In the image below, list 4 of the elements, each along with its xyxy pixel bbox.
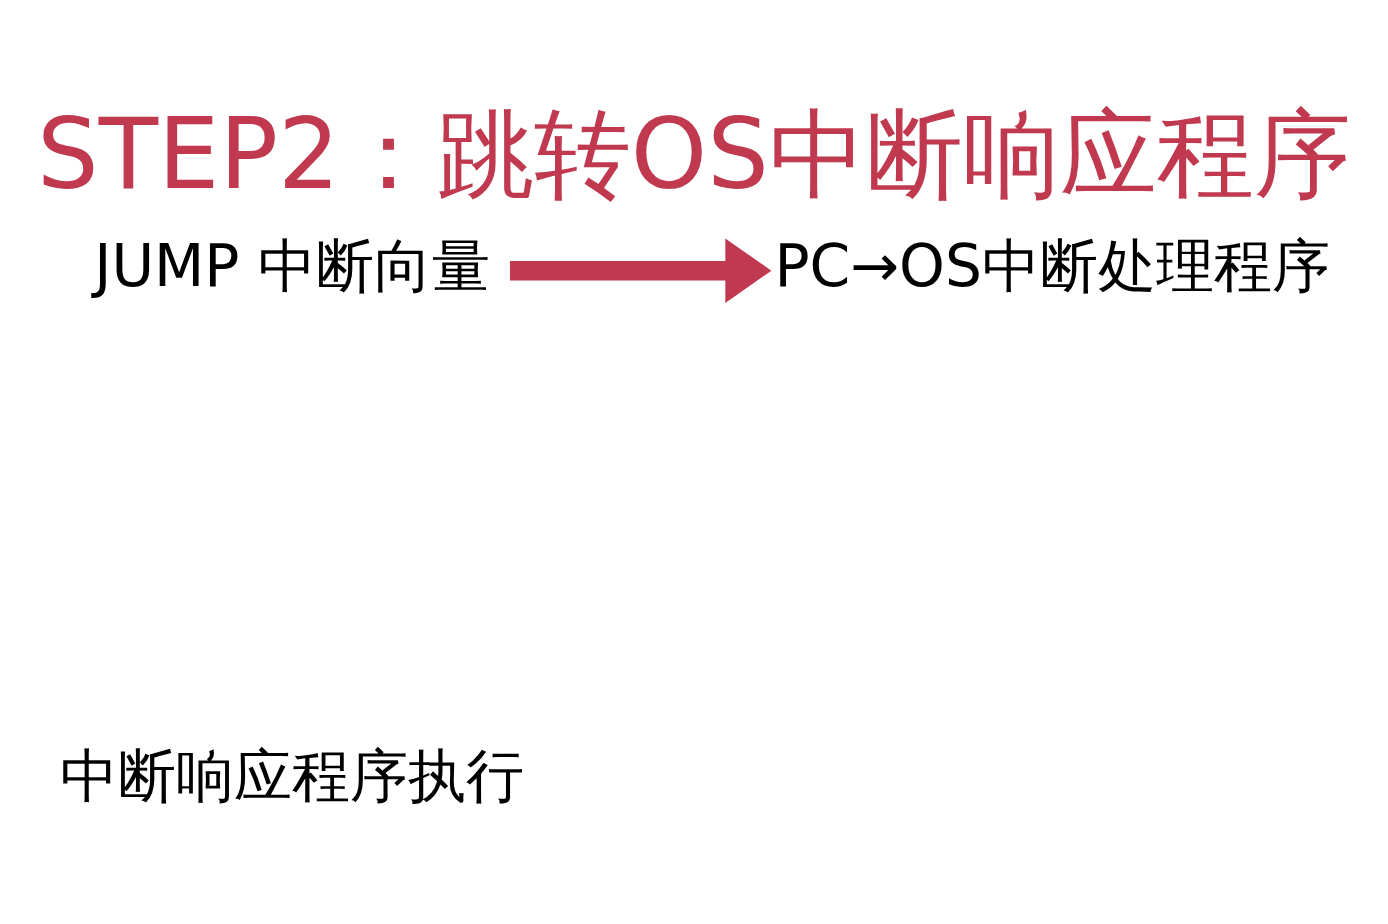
node-text: PC→OS中断处理程序: [774, 231, 1330, 300]
diagram-title: STEP2：跳转OS中断响应程序: [37, 97, 1351, 211]
label: 中断响应程序执行: [60, 741, 525, 810]
arrow: [509, 237, 772, 303]
